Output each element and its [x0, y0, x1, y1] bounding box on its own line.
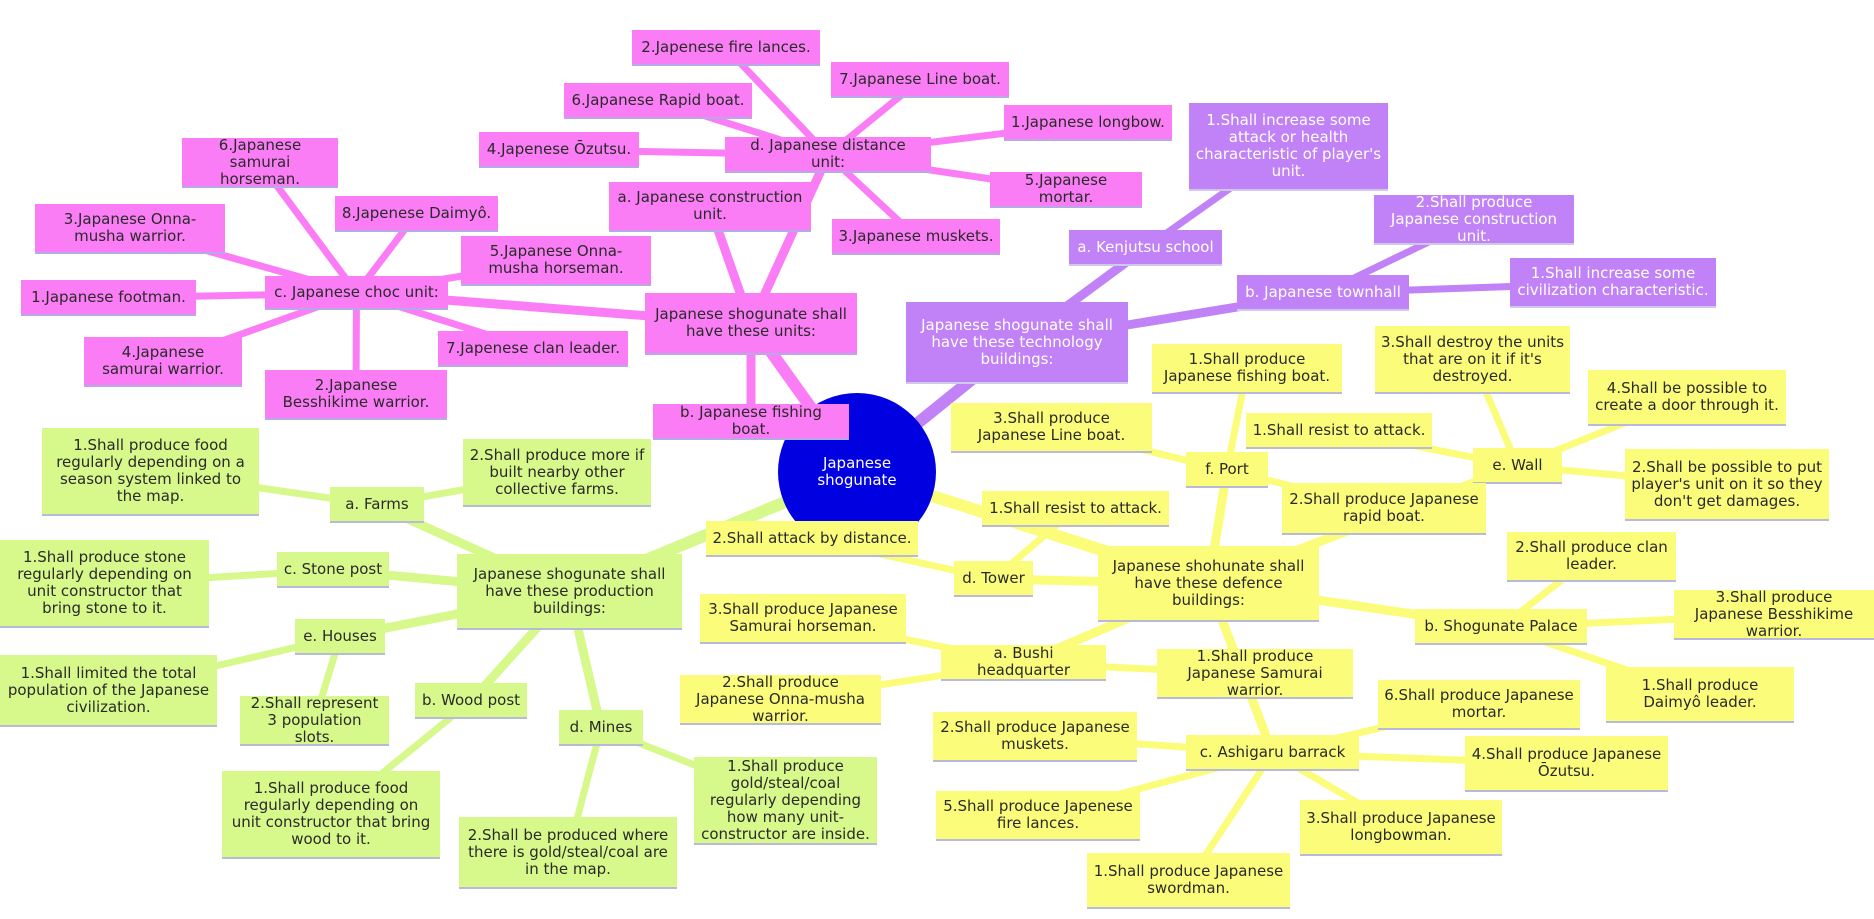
mines-item-1[interactable]: 1.Shall produce gold/steal/coal regularl…: [694, 757, 877, 845]
houses-node[interactable]: e. Houses: [295, 619, 385, 655]
units-hub[interactable]: Japanese shogunate shall have these unit…: [645, 293, 857, 355]
choc-item-6[interactable]: 6.Japanese samurai horseman.: [182, 136, 338, 188]
palace-item-2[interactable]: 2.Shall produce clan leader.: [1507, 532, 1676, 582]
bushi-item-1[interactable]: 1.Shall produce Japanese Samurai warrior…: [1157, 647, 1353, 699]
distance-item-1[interactable]: 1.Japanese longbow.: [1004, 105, 1172, 141]
port-item-1[interactable]: 1.Shall produce Japanese fishing boat.: [1152, 344, 1342, 394]
kenjutsu-item-1[interactable]: 1.Shall increase some attack or health c…: [1189, 103, 1388, 191]
ashigaru-item-6[interactable]: 6.Shall produce Japanese mortar.: [1378, 680, 1580, 730]
choc-item-1[interactable]: 1.Japanese footman.: [21, 280, 196, 316]
distance-unit-node[interactable]: d. Japanese distance unit:: [725, 137, 931, 173]
production-hub[interactable]: Japanese shogunate shall have these prod…: [457, 554, 682, 630]
technology-hub[interactable]: Japanese shogunate shall have these tech…: [906, 302, 1128, 384]
farms-node[interactable]: a. Farms: [330, 487, 424, 523]
palace-item-3[interactable]: 3.Shall produce Japanese Besshikime warr…: [1674, 588, 1874, 640]
kenjutsu-school-node[interactable]: a. Kenjutsu school: [1069, 230, 1222, 266]
wall-item-4[interactable]: 4.Shall be possible to create a door thr…: [1588, 370, 1786, 426]
wood-post-node[interactable]: b. Wood post: [415, 683, 527, 719]
stone-item-1[interactable]: 1.Shall produce stone regularly dependin…: [0, 540, 209, 628]
construction-unit-node[interactable]: a. Japanese construction unit.: [609, 182, 811, 232]
port-item-2[interactable]: 2.Shall produce Japanese rapid boat.: [1282, 483, 1486, 535]
townhall-item-2[interactable]: 2.Shall produce Japanese construction un…: [1374, 193, 1574, 245]
palace-item-1[interactable]: 1.Shall produce Daimyô leader.: [1606, 667, 1794, 723]
ashigaru-item-2[interactable]: 2.Shall produce Japanese muskets.: [933, 712, 1137, 762]
distance-item-6[interactable]: 6.Japanese Rapid boat.: [564, 83, 752, 119]
tower-item-2[interactable]: 2.Shall attack by distance.: [706, 521, 918, 557]
choc-item-4[interactable]: 4.Japanese samurai warrior.: [84, 337, 242, 387]
townhall-item-1[interactable]: 1.Shall increase some civilization chara…: [1510, 258, 1716, 308]
distance-item-3[interactable]: 3.Japanese muskets.: [832, 219, 1000, 255]
mines-node[interactable]: d. Mines: [559, 710, 643, 746]
ashigaru-item-4[interactable]: 4.Shall produce Japanese Ōzutsu.: [1465, 736, 1668, 792]
distance-item-7[interactable]: 7.Japanese Line boat.: [831, 62, 1009, 98]
tower-node[interactable]: d. Tower: [954, 561, 1033, 597]
choc-unit-node[interactable]: c. Japanese choc unit:: [265, 276, 448, 310]
bushi-item-3[interactable]: 3.Shall produce Japanese Samurai horsema…: [700, 594, 906, 644]
stone-post-node[interactable]: c. Stone post: [277, 552, 389, 588]
ashigaru-barrack-node[interactable]: c. Ashigaru barrack: [1186, 735, 1359, 771]
distance-item-4[interactable]: 4.Japenese Ōzutsu.: [479, 132, 639, 168]
shogunate-palace-node[interactable]: b. Shogunate Palace: [1415, 609, 1587, 645]
distance-item-5[interactable]: 5.Japanese mortar.: [990, 172, 1142, 208]
ashigaru-item-3[interactable]: 3.Shall produce Japanese longbowman.: [1300, 800, 1502, 856]
fishing-boat-node[interactable]: b. Japanese fishing boat.: [653, 404, 849, 440]
mines-item-2[interactable]: 2.Shall be produced where there is gold/…: [459, 817, 677, 889]
distance-item-2[interactable]: 2.Japenese fire lances.: [632, 30, 820, 66]
wood-item-1[interactable]: 1.Shall produce food regularly depending…: [222, 771, 440, 859]
farms-item-2[interactable]: 2.Shall produce more if built nearby oth…: [463, 439, 651, 507]
farms-item-1[interactable]: 1.Shall produce food regularly depending…: [42, 428, 259, 516]
choc-item-7[interactable]: 7.Japenese clan leader.: [438, 331, 628, 367]
port-node[interactable]: f. Port: [1186, 452, 1268, 488]
wall-item-2[interactable]: 2.Shall be possible to put player's unit…: [1625, 449, 1829, 521]
choc-item-5[interactable]: 5.Japanese Onna-musha horseman.: [461, 236, 651, 286]
port-item-3[interactable]: 3.Shall produce Japanese Line boat.: [951, 403, 1152, 453]
choc-item-2[interactable]: 2.Japanese Besshikime warrior.: [265, 370, 447, 420]
bushi-item-2[interactable]: 2.Shall produce Japanese Onna-musha warr…: [680, 673, 881, 725]
ashigaru-item-5[interactable]: 5.Shall produce Japenese fire lances.: [936, 791, 1140, 841]
townhall-node[interactable]: b. Japanese townhall: [1237, 275, 1409, 311]
bushi-headquarter-node[interactable]: a. Bushi headquarter: [941, 645, 1106, 681]
ashigaru-item-1[interactable]: 1.Shall produce Japanese swordman.: [1087, 853, 1290, 909]
defence-hub[interactable]: Japanese shohunate shall have these defe…: [1098, 546, 1319, 622]
houses-item-1[interactable]: 1.Shall limited the total population of …: [0, 655, 217, 727]
choc-item-8[interactable]: 8.Japenese Daimyô.: [335, 196, 498, 232]
houses-item-2[interactable]: 2.Shall represent 3 population slots.: [240, 694, 389, 746]
wall-item-3[interactable]: 3.Shall destroy the units that are on it…: [1375, 326, 1570, 394]
wall-item-1[interactable]: 1.Shall resist to attack.: [1246, 413, 1432, 449]
tower-item-1[interactable]: 1.Shall resist to attack.: [982, 491, 1169, 527]
wall-node[interactable]: e. Wall: [1473, 448, 1562, 484]
choc-item-3[interactable]: 3.Japanese Onna-musha warrior.: [35, 204, 225, 254]
